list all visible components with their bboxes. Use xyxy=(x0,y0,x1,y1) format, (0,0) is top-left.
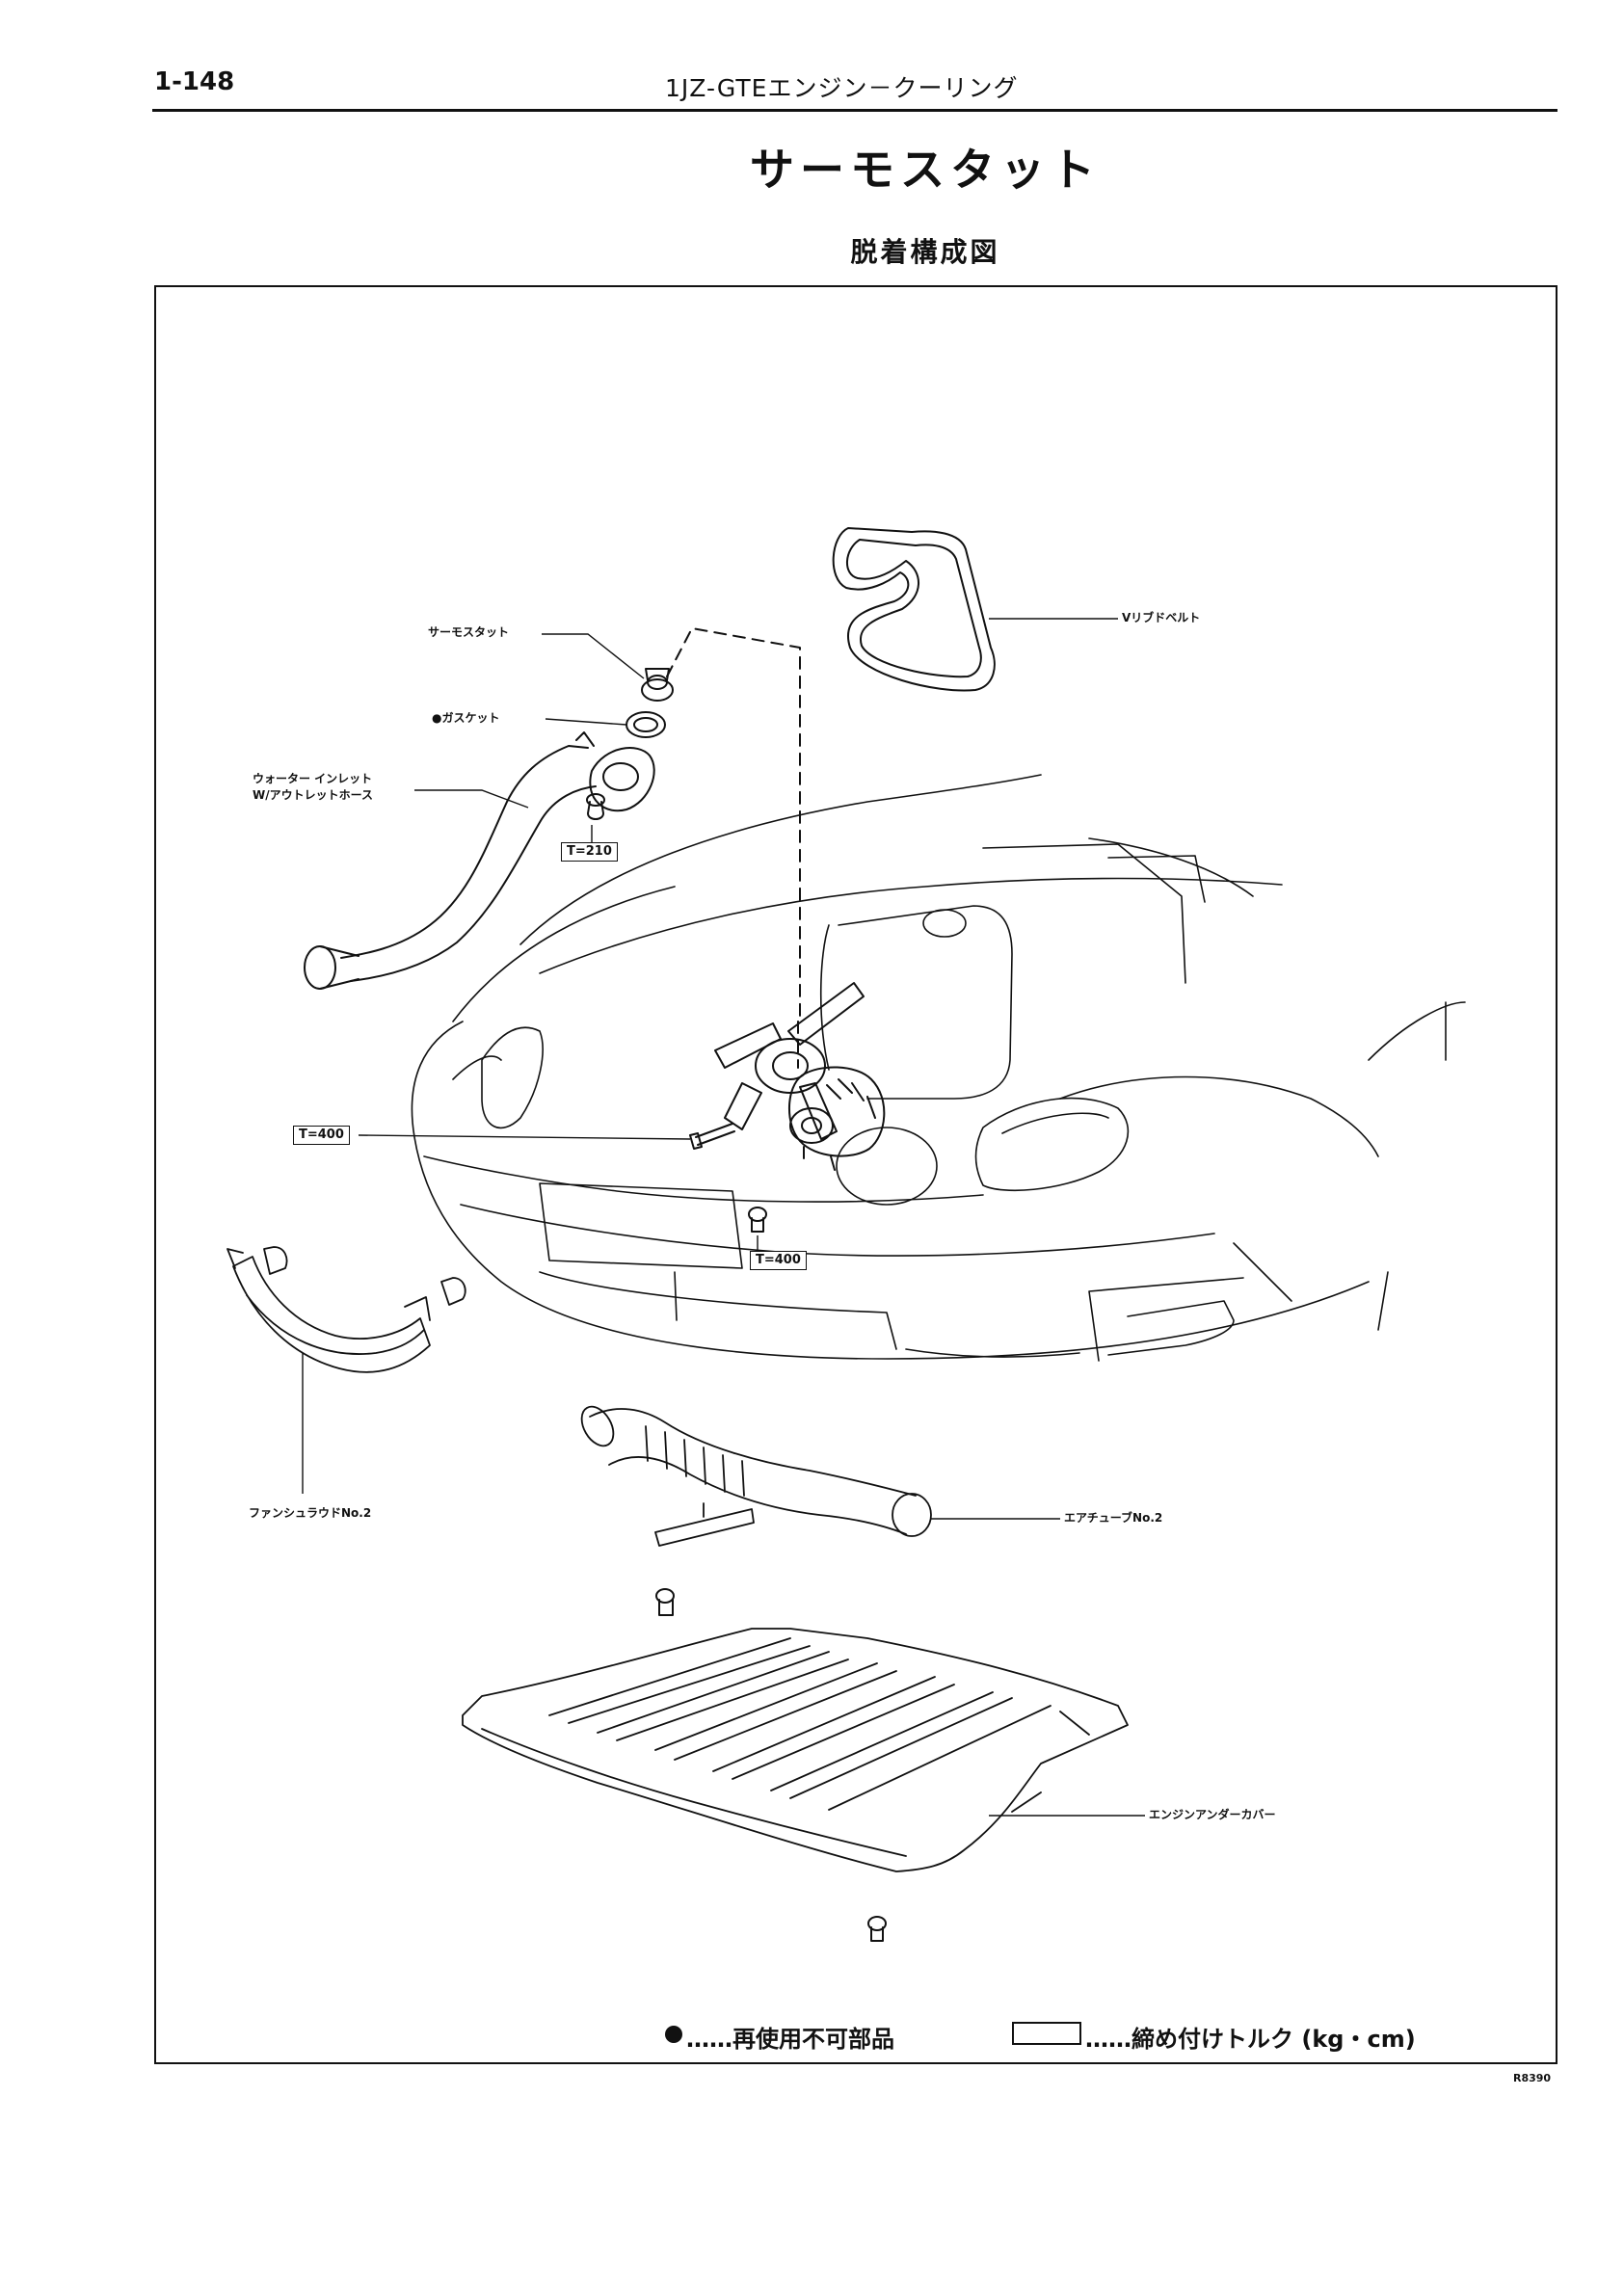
gasket-drawing xyxy=(626,711,666,738)
label-water-inlet-line1: ウォーター インレット xyxy=(253,772,373,785)
figure-code: R8390 xyxy=(1513,2072,1552,2084)
vehicle-outline xyxy=(411,774,1466,1362)
label-engine-under-cover: エンジンアンダーカバー xyxy=(1149,1808,1276,1821)
torque-box-icon xyxy=(1012,2022,1081,2045)
page-number: 1-148 xyxy=(154,67,235,96)
legend-torque: ……締め付けトルク (kg・cm) xyxy=(1085,2026,1416,2053)
label-water-inlet-line2: W/アウトレットホース xyxy=(253,788,374,802)
section-title: 1JZ-GTEエンジン－クーリング xyxy=(665,74,1019,102)
legend-non-reusable: ……再使用不可部品 xyxy=(686,2026,894,2053)
page-title: サーモスタット xyxy=(750,144,1101,196)
torque-alternator-bolt: T=400 xyxy=(293,1126,350,1145)
label-fan-shroud: ファンシュラウドNo.2 xyxy=(249,1506,372,1520)
air-tube-drawing xyxy=(580,1405,932,1547)
v-ribbed-belt-drawing xyxy=(832,527,996,692)
header-rule xyxy=(152,109,1557,112)
thermostat-drawing xyxy=(641,668,674,702)
label-air-tube: エアチューブNo.2 xyxy=(1064,1511,1163,1525)
engine-under-cover-drawing xyxy=(462,1628,1129,1872)
diagram-frame xyxy=(154,285,1557,2064)
label-gasket: ●ガスケット xyxy=(432,711,500,725)
torque-front-bolt: T=400 xyxy=(750,1251,807,1270)
fan-alternator-drawing xyxy=(714,982,886,1171)
water-inlet-hose-drawing xyxy=(304,731,655,990)
torque-water-inlet: T=210 xyxy=(561,842,618,862)
diagram-subtitle: 脱着構成図 xyxy=(850,236,1000,268)
label-thermostat: サーモスタット xyxy=(428,625,510,639)
non-reusable-dot-icon xyxy=(665,2026,682,2043)
fan-shroud-drawing xyxy=(226,1246,466,1373)
label-v-ribbed-belt: Vリブドベルト xyxy=(1122,611,1201,624)
